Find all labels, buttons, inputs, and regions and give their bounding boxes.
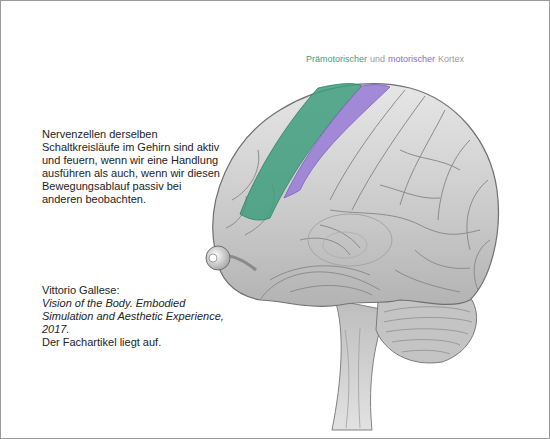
title-word: und xyxy=(370,54,385,64)
region-label: motorischer xyxy=(388,54,435,64)
citation-note: Der Fachartikel liegt auf. xyxy=(42,336,232,349)
citation-author: Vittorio Gallese: xyxy=(42,284,232,297)
title-word: Kortex xyxy=(438,54,464,64)
title-line: PrämotorischerundmotorischerKortex xyxy=(306,54,467,64)
citation-title: Vision of the Body. Embodied Simulation … xyxy=(42,297,232,336)
explanation-text: Nervenzellen derselben Schaltkreisläufe … xyxy=(42,128,224,206)
region-label: Prämotorischer xyxy=(306,54,367,64)
citation-block: Vittorio Gallese:Vision of the Body. Emb… xyxy=(42,284,232,349)
